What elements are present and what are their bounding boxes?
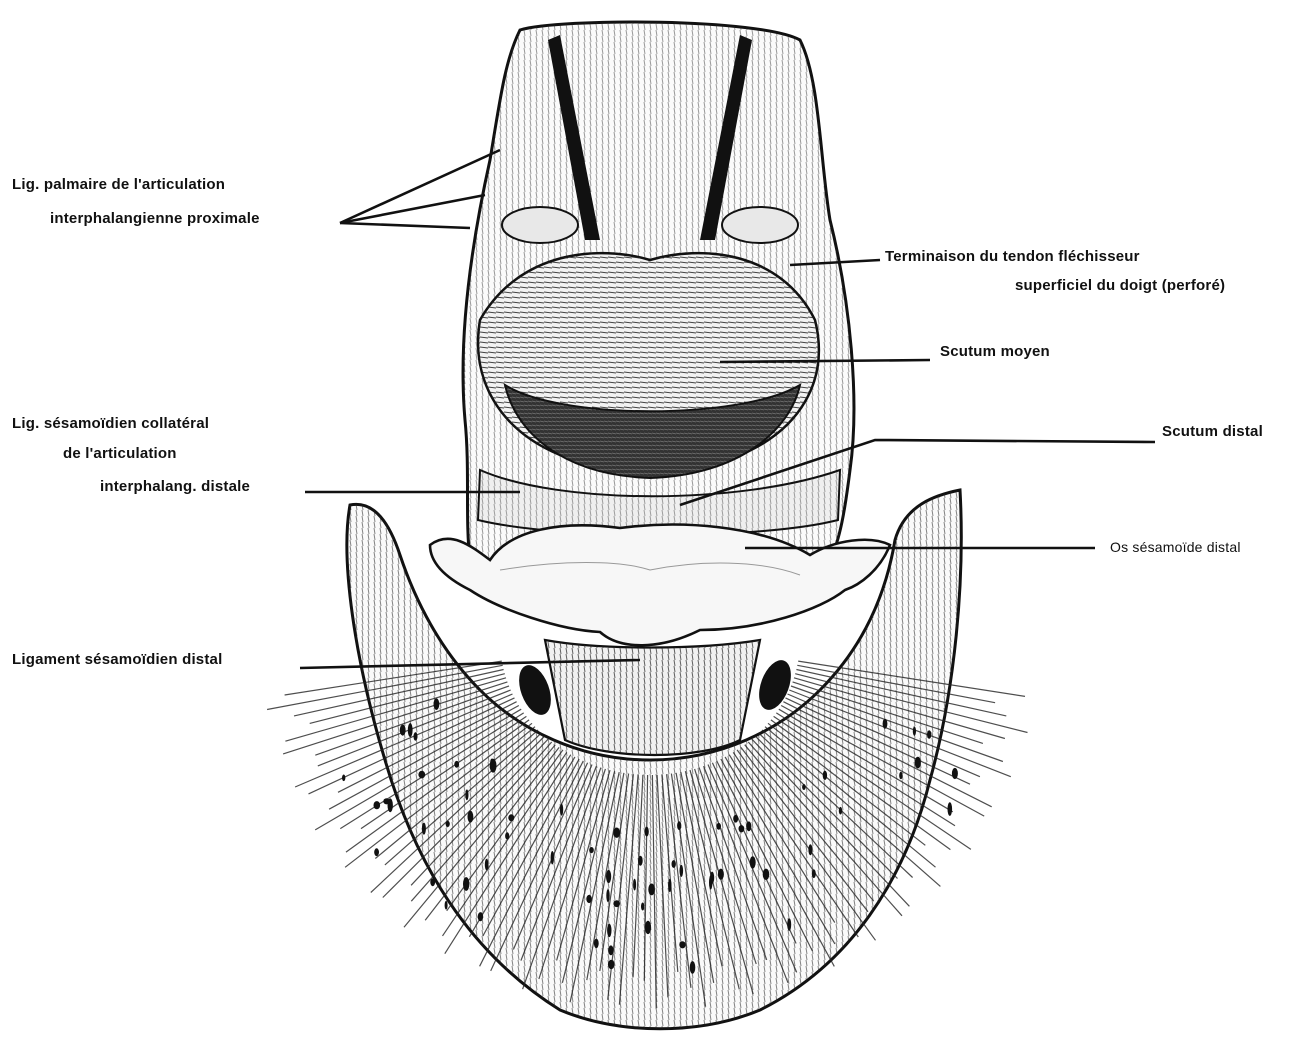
hoof-pore — [478, 912, 483, 921]
hoof-pore — [839, 807, 842, 815]
hoof-pore — [718, 869, 724, 880]
hoof-pore — [645, 827, 649, 837]
hoof-pore — [607, 924, 611, 937]
hoof-pore — [948, 802, 953, 816]
hoof-pore — [668, 879, 671, 892]
hoof-pore — [750, 856, 756, 868]
hoof-pore — [446, 821, 450, 827]
hoof-pore — [434, 698, 440, 710]
hoof-pore — [606, 870, 611, 883]
label-lig-collateral-line1: Lig. sésamoïdien collatéral — [12, 415, 209, 433]
hoof-pore — [812, 869, 816, 878]
hoof-pore — [374, 848, 379, 856]
hoof-pore — [680, 865, 684, 877]
hoof-pore — [586, 895, 592, 903]
hoof-pore — [641, 903, 644, 911]
hoof-pore — [408, 723, 413, 737]
label-lig-palmaire-line2: interphalangienne proximale — [50, 210, 260, 228]
leader-lig-palmaire-3 — [340, 223, 470, 228]
leader-lig-palmaire-1 — [340, 150, 500, 223]
hoof-pore — [465, 789, 468, 800]
hoof-pore — [613, 828, 620, 838]
label-lig-palmaire-line1: Lig. palmaire de l'articulation — [12, 176, 225, 194]
hoof-pore — [400, 725, 406, 736]
label-ligament-distal: Ligament sésamoïdien distal — [12, 651, 222, 669]
hoof-pore — [913, 727, 916, 736]
hoof-pore — [454, 761, 459, 768]
hoof-pore — [645, 921, 651, 934]
label-os-sesamoide: Os sésamoïde distal — [1110, 538, 1241, 556]
hoof-pore — [589, 847, 594, 853]
hoof-pore — [445, 901, 448, 910]
hoof-pore — [927, 730, 931, 739]
hoof-pore — [808, 844, 812, 855]
hoof-pore — [733, 815, 738, 823]
hoof-pore — [342, 775, 345, 782]
label-lig-collateral-line3: interphalang. distale — [100, 478, 250, 496]
hoof-pore — [746, 821, 751, 831]
hoof-pore — [638, 856, 643, 866]
hoof-pore — [508, 814, 514, 821]
hoof-pore — [468, 811, 474, 823]
hoof-pore — [551, 851, 554, 864]
hoof-pore — [374, 801, 381, 809]
hoof-pore — [490, 759, 493, 765]
hoof-pore — [594, 939, 599, 949]
hoof-pore — [608, 945, 613, 955]
hoof-pore — [679, 941, 685, 948]
hoof-pore — [608, 960, 615, 969]
label-terminaison-line2: superficiel du doigt (perforé) — [1015, 277, 1225, 295]
label-lig-collateral-line2: de l'articulation — [63, 445, 177, 463]
label-terminaison-line1: Terminaison du tendon fléchisseur — [885, 248, 1140, 266]
tendon-column — [463, 22, 854, 560]
hoof-pore — [613, 900, 620, 907]
hoof-pore — [606, 889, 609, 902]
hoof-pore — [418, 771, 425, 779]
hoof-pore — [560, 804, 563, 816]
hoof-pore — [463, 877, 469, 891]
hoof-pore — [633, 879, 636, 891]
hoof-pore — [677, 821, 681, 830]
hoof-pore — [787, 918, 791, 931]
hoof-pore — [672, 860, 676, 868]
label-scutum-distal: Scutum distal — [1162, 423, 1263, 441]
hoof-pore — [952, 768, 958, 779]
hoof-pore — [915, 757, 921, 769]
hoof-pore — [505, 832, 509, 839]
hoof-pore — [690, 961, 696, 974]
hoof-pore — [899, 772, 902, 779]
hoof-pore — [763, 869, 770, 880]
hoof-pore — [430, 878, 435, 886]
hoof-pore — [422, 823, 426, 835]
hoof-pore — [823, 771, 827, 780]
label-scutum-moyen: Scutum moyen — [940, 343, 1050, 361]
hoof-pore — [802, 784, 806, 790]
hoof-pore — [388, 798, 393, 812]
hoof-pore — [883, 719, 888, 729]
hoof-pore — [709, 876, 712, 890]
hoof-pore — [648, 884, 655, 896]
leader-lig-palmaire-2 — [340, 195, 485, 223]
hoof-pore — [414, 732, 418, 740]
hoof-pore — [739, 825, 745, 832]
hoof-pore — [485, 859, 489, 871]
hoof-pore — [716, 823, 721, 830]
